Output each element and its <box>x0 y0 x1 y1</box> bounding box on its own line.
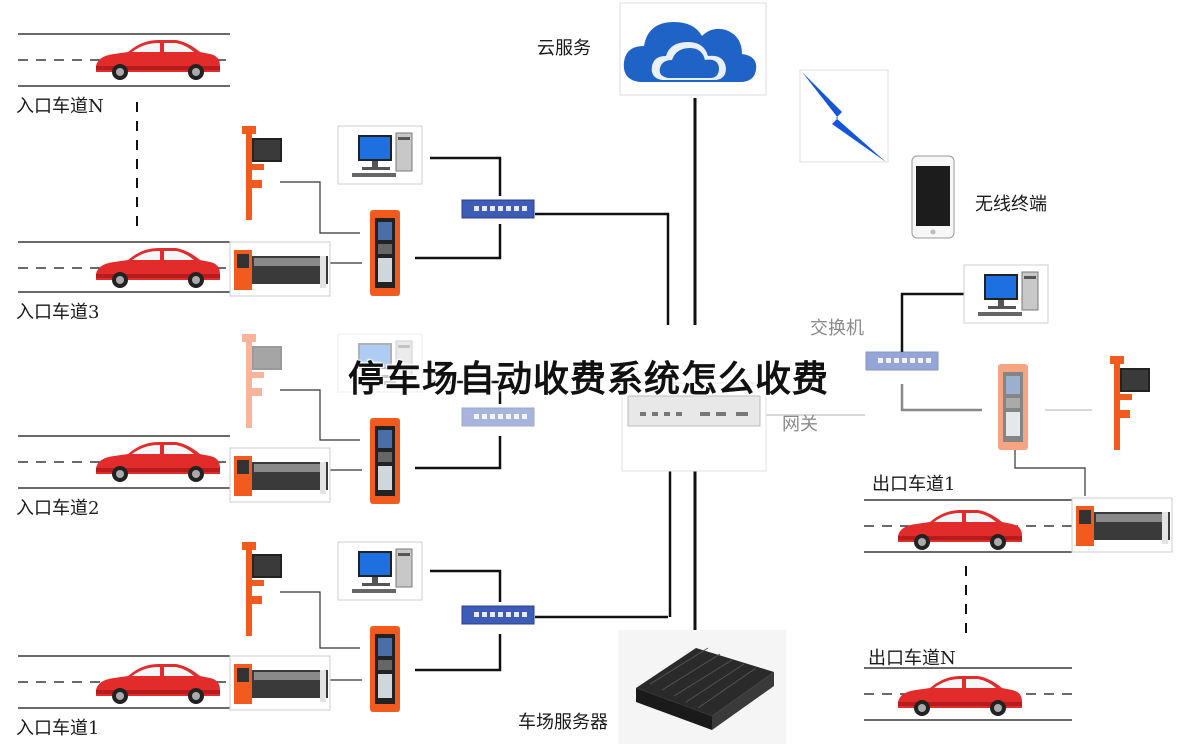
lpr-camera-icon <box>242 542 282 636</box>
exit-lane-n-label: 出口车道N <box>868 648 956 669</box>
switch-icon <box>461 199 535 219</box>
wireless-signal-icon <box>799 69 889 163</box>
entrance-lane-n-label: 入口车道N <box>16 96 104 117</box>
cloud-service-label: 云服务 <box>537 38 591 59</box>
entrance-lane-1 <box>18 655 230 709</box>
entrance-lane-n <box>18 33 230 87</box>
computer-icon <box>337 125 423 185</box>
barrier-gate-icon <box>229 241 331 297</box>
car-icon <box>96 664 220 704</box>
car-icon <box>96 248 220 288</box>
wireless-terminal-label: 无线终端 <box>975 194 1047 215</box>
exit-lane-1-label: 出口车道1 <box>872 474 956 495</box>
entrance-lane-1-label: 入口车道1 <box>16 718 100 739</box>
switch-icon <box>461 407 535 427</box>
exit-kiosk-faded <box>998 364 1028 450</box>
car-icon <box>898 510 1022 550</box>
ticket-kiosk-icon <box>370 418 400 504</box>
switch-icon <box>865 351 939 371</box>
exit-lane-n <box>864 667 1072 721</box>
barrier-gate-icon <box>229 655 331 711</box>
car-icon <box>898 676 1022 716</box>
car-icon <box>96 442 220 482</box>
entrance-lane-3-label: 入口车道3 <box>16 302 100 323</box>
smartphone-icon <box>911 155 955 239</box>
entrance-lane-2-label: 入口车道2 <box>16 498 100 519</box>
connection-lines <box>136 98 1092 681</box>
barrier-gate-icon <box>229 447 331 503</box>
ticket-kiosk-icon <box>370 210 400 296</box>
lpr-camera-icon <box>242 126 282 220</box>
barrier-gate-icon <box>1071 497 1173 553</box>
computer-icon <box>963 264 1049 324</box>
switch-label: 交换机 <box>810 318 864 339</box>
parking-server-icon <box>618 630 786 744</box>
gateway-router-icon <box>621 382 767 472</box>
entrance-lane-3 <box>18 241 230 293</box>
computer-icon <box>337 541 423 601</box>
lpr-camera-icon <box>242 334 282 428</box>
exit-lane-1 <box>864 499 1072 553</box>
car-icon <box>96 40 220 80</box>
entrance-lane-2 <box>18 435 230 489</box>
ticket-kiosk-icon <box>370 626 400 712</box>
switch-icon <box>461 605 535 625</box>
cloud-icon <box>619 2 767 96</box>
gateway-label: 网关 <box>782 414 818 435</box>
ticket-kiosk-icon <box>998 364 1028 450</box>
parking-server-label: 车场服务器 <box>518 712 608 733</box>
overlay-title: 停车场自动收费系统怎么收费 <box>348 359 830 400</box>
lpr-camera-icon <box>1110 356 1150 450</box>
